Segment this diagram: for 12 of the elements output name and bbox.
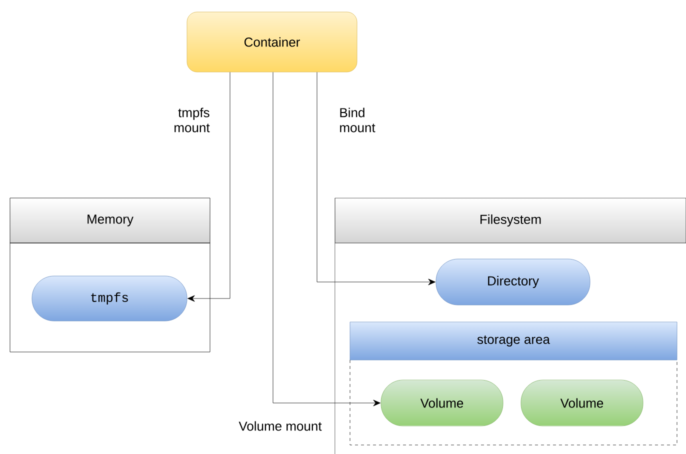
arrow xyxy=(188,72,230,302)
edge-label: Bind mount xyxy=(340,108,376,132)
arrow xyxy=(272,72,380,406)
edge-label: tmpfs mount xyxy=(174,108,210,132)
arrow xyxy=(316,72,436,286)
container-box: Container xyxy=(186,12,358,72)
rounded-box: Volume xyxy=(380,380,504,426)
edge-label: Volume mount xyxy=(238,421,322,431)
rounded-box: tmpfs xyxy=(32,276,188,322)
node-label: Memory xyxy=(88,214,134,226)
rounded-box: Volume xyxy=(520,380,644,426)
rounded-box: Directory xyxy=(436,258,590,306)
